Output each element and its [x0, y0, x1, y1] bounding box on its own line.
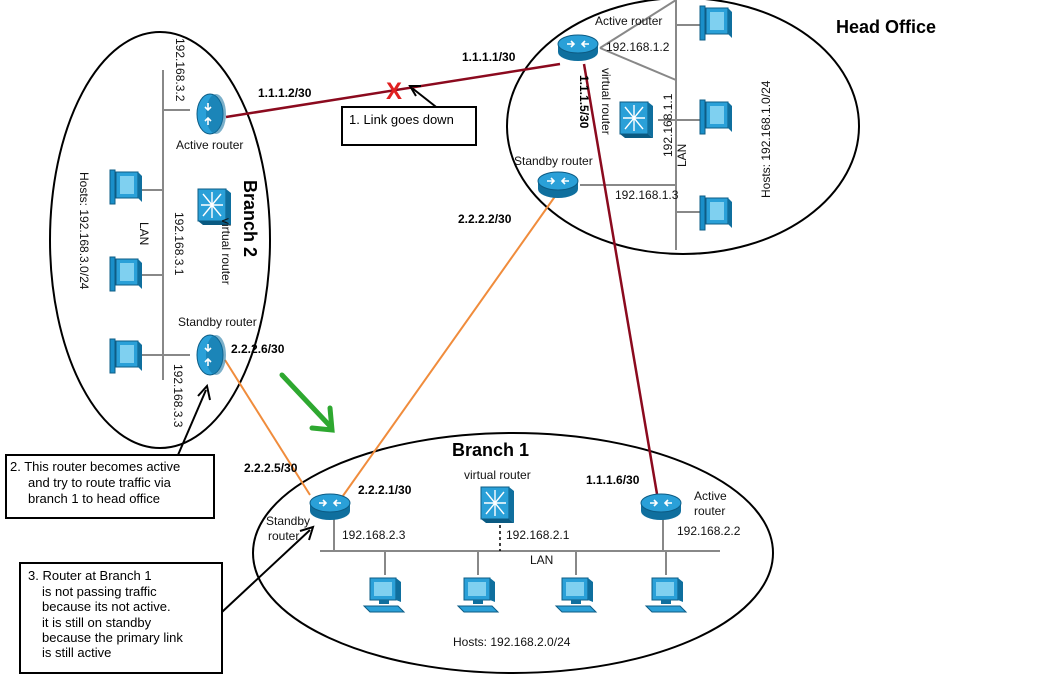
ho-active-router-icon — [557, 34, 599, 62]
note3-text: 3. Router at Branch 1 is not passing tra… — [28, 568, 187, 660]
head-office-title: Head Office — [836, 17, 936, 37]
b1-lan-label: LAN — [530, 553, 553, 567]
link-label-2-2-2-2: 2.2.2.2/30 — [458, 212, 512, 226]
b1-host-pc-icon — [363, 577, 405, 613]
b1-standby-router-label-line1: Standby — [266, 514, 310, 528]
branch2-boundary — [49, 31, 271, 449]
branch1-boundary — [252, 432, 774, 674]
b1-host-pc-icon — [555, 577, 597, 613]
note2-box: 2. This router becomes active and try to… — [5, 454, 215, 519]
note3-arrow — [221, 525, 315, 613]
note1-text: 1. Link goes down — [349, 112, 454, 127]
b2-active-router-ip: 192.168.3.2 — [173, 38, 187, 102]
ho-hosts-label: Hosts: 192.168.1.0/24 — [759, 80, 773, 198]
b1-host-pc-icon — [457, 577, 499, 613]
b2-host-pc-icon — [109, 256, 143, 292]
note2-line: 2. This router becomes active — [10, 459, 180, 474]
branch2-title: Branch 2 — [240, 180, 260, 257]
note2-arrow — [177, 383, 211, 456]
note3-line: because the primary link — [42, 630, 183, 645]
ho-standby-router-label: Standby router — [514, 154, 593, 168]
ho-standby-router-ip: 192.168.1.3 — [615, 188, 679, 202]
head-office-lan-bus — [580, 0, 700, 250]
b2-active-router-label: Active router — [176, 138, 243, 152]
b1-active-router-label-line2: router — [694, 504, 725, 518]
b1-hosts-label: Hosts: 192.168.2.0/24 — [453, 635, 571, 649]
b2-virtual-router-ip: 192.168.3.1 — [172, 212, 186, 276]
failure-x-mark: X — [386, 78, 402, 105]
b2-standby-router-ip: 192.168.3.3 — [171, 364, 185, 428]
ho-active-router-ip: 192.168.1.2 — [606, 40, 670, 54]
b1-standby-router-ip: 192.168.2.3 — [342, 528, 406, 542]
branch1-title: Branch 1 — [452, 440, 529, 460]
ho-standby-router-icon — [537, 171, 579, 199]
b1-virtual-router-ip: 192.168.2.1 — [506, 528, 570, 542]
note3-line: is still active — [42, 645, 111, 660]
b2-active-router-icon — [196, 93, 227, 135]
b2-host-pc-icon — [109, 169, 143, 205]
b2-hosts-label: Hosts: 192.168.3.0/24 — [77, 172, 91, 290]
b2-lan-label: LAN — [137, 222, 151, 245]
note2-line: branch 1 to head office — [28, 491, 160, 506]
note2-line: and try to route traffic via — [28, 475, 172, 490]
b2-virtual-router-label: virtual router — [219, 218, 233, 285]
link-label-2-2-2-5: 2.2.2.5/30 — [244, 461, 298, 475]
note3-box: 3. Router at Branch 1 is not passing tra… — [19, 562, 223, 674]
b2-host-pc-icon — [109, 338, 143, 374]
ho-virtual-router-label: virtual router — [599, 68, 613, 135]
link-label-1-1-1-6: 1.1.1.6/30 — [586, 473, 640, 487]
link-label-1-1-1-5: 1.1.1.5/30 — [577, 75, 591, 129]
ho-lan-label: LAN — [675, 144, 689, 167]
branch1-lan-bus — [320, 515, 720, 575]
ho-active-router-label: Active router — [595, 14, 662, 28]
b2-standby-router-icon — [196, 334, 227, 376]
b2-standby-router-label: Standby router — [178, 315, 257, 329]
ho-virtual-router-icon — [619, 101, 654, 139]
ho-host-pc-icon — [699, 99, 733, 135]
link-ho-active-b1-active — [582, 63, 659, 495]
link-label-2-2-2-6: 2.2.2.6/30 — [231, 342, 285, 356]
note3-line: is not passing traffic — [42, 584, 157, 599]
note3-line: 3. Router at Branch 1 — [28, 568, 152, 583]
link-label-1-1-1-1: 1.1.1.1/30 — [462, 50, 516, 64]
failover-arrow — [279, 372, 335, 433]
link-ho-standby-b1-standby — [339, 194, 557, 501]
head-office-boundary — [506, 0, 860, 255]
branch2-lan-bus — [140, 70, 190, 380]
note2-text: 2. This router becomes active and try to… — [10, 459, 184, 506]
note1-box: 1. Link goes down — [341, 106, 477, 146]
b1-standby-router-label-line2: router — [268, 529, 299, 543]
note3-line: it is still on standby — [42, 615, 152, 630]
b1-active-router-label-line1: Active — [694, 489, 727, 503]
link-b2-standby-b1-standby — [224, 359, 311, 496]
b1-host-pc-icon — [645, 577, 687, 613]
ho-host-pc-icon — [699, 5, 733, 41]
link-label-2-2-2-1: 2.2.2.1/30 — [358, 483, 412, 497]
b1-active-router-icon — [640, 493, 682, 521]
ho-host-pc-icon — [699, 195, 733, 231]
note3-line: because its not active. — [42, 599, 171, 614]
b1-active-router-ip: 192.168.2.2 — [677, 524, 741, 538]
b1-virtual-router-label: virtual router — [464, 468, 531, 482]
link-b2-active-ho-active — [225, 62, 561, 119]
b1-standby-router-icon — [309, 493, 351, 521]
b1-virtual-router-icon — [480, 486, 515, 524]
ho-virtual-router-ip: 192.168.1.1 — [661, 93, 675, 157]
link-label-1-1-1-2: 1.1.1.2/30 — [258, 86, 312, 100]
